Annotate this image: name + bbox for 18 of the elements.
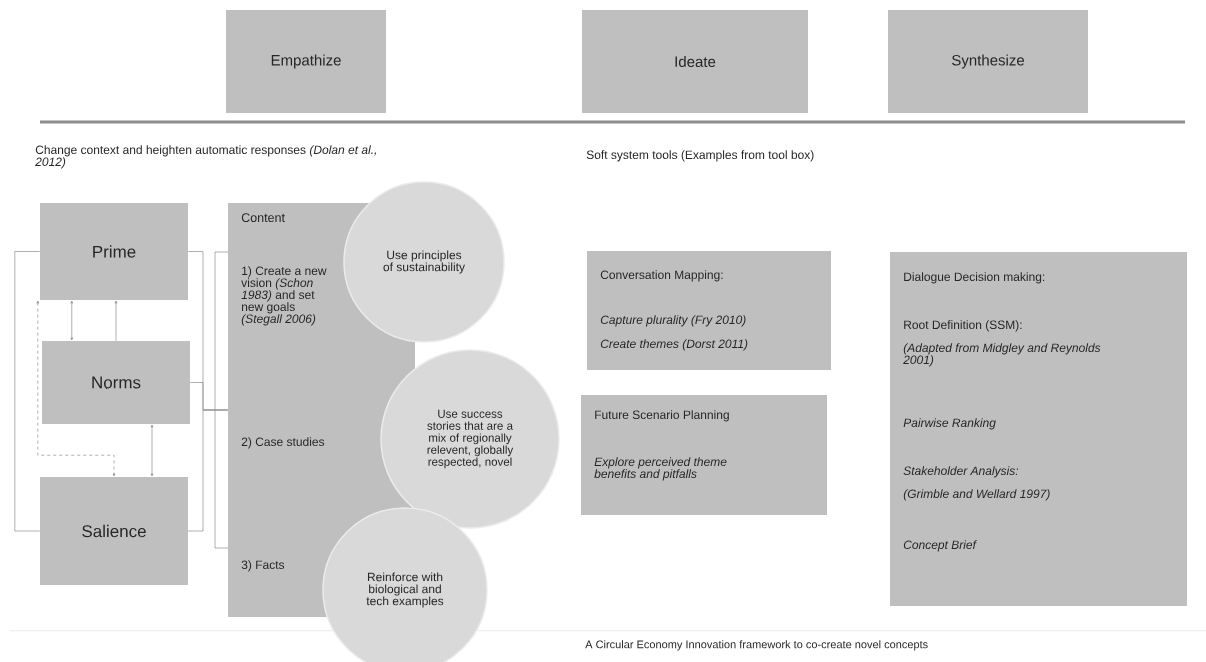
- connector: [36, 300, 116, 477]
- process-box: Prime: [40, 203, 188, 300]
- note-text: Soft system tools (Examples from tool box): [586, 150, 814, 162]
- tool-box: Future Scenario Planning Explore perceived theme benefits and pitfalls: [581, 395, 827, 515]
- process-box: Salience: [40, 477, 188, 585]
- connector: [187, 409, 229, 532]
- tool-box: Conversation Mapping: Capture plurality (Fry 2010) Create themes (Dorst 2011): [587, 251, 831, 370]
- tool-box: Dialogue Decision making: Root Definition (SSM): (Adapted from Midgley and Reynolds 2001) Pairwise Ranking Stakeholder Analysis: (Grimble and Wellard 1997) Concept Brief: [890, 252, 1187, 606]
- note-text: Change context and heighten automatic responses (Dolan et al., 2012): [35, 145, 376, 169]
- connector: [114, 300, 118, 342]
- phase-box: Ideate: [582, 10, 808, 113]
- phase-box: Synthesize: [888, 10, 1088, 113]
- connector: [150, 424, 154, 477]
- connector: [70, 300, 74, 341]
- connector: [14, 251, 41, 532]
- caption: A Circular Economy Innovation framework to co-create novel concepts: [585, 640, 928, 651]
- phase-box: Empathize: [226, 10, 386, 113]
- process-box: Norms: [42, 341, 190, 424]
